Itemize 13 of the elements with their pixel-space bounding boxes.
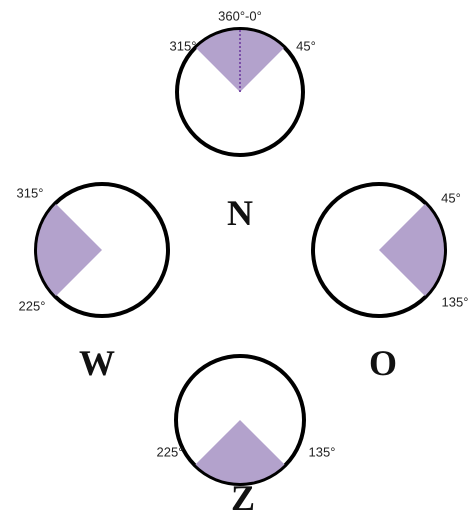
direction-letter: O xyxy=(369,345,397,381)
angle-label: 135° xyxy=(308,444,336,460)
angle-label: 225° xyxy=(18,298,46,314)
angle-label: 135° xyxy=(442,294,468,310)
direction-letter: W xyxy=(79,345,115,381)
angle-label: 225° xyxy=(156,444,184,460)
angle-label: 360°-0° xyxy=(218,8,262,24)
direction-letter: Z xyxy=(231,480,255,516)
angle-label: 315° xyxy=(170,38,196,54)
angle-label: 45° xyxy=(296,38,316,54)
angle-label: 45° xyxy=(441,190,461,206)
angle-label: 315° xyxy=(16,186,44,200)
direction-letter: N xyxy=(227,195,253,231)
